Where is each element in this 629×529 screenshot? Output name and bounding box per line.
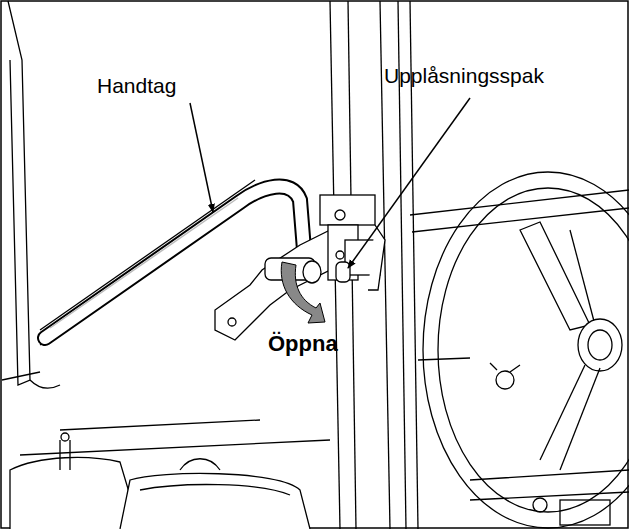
- unlock-lever-mechanism-part: [335, 210, 345, 220]
- steering-wheel-part: [496, 371, 514, 389]
- leader-line-part: [348, 98, 470, 268]
- mount-plate-part: [228, 318, 236, 326]
- unlock-lever-mechanism-part: [336, 262, 350, 282]
- steering-wheel-part: [578, 319, 622, 371]
- cab-frame-part: [30, 380, 60, 388]
- steering-wheel-part: [560, 500, 610, 525]
- leader-line: [190, 98, 470, 268]
- cab-frame-part: [412, 208, 629, 232]
- steering-wheel-part: [438, 188, 629, 512]
- mount-plate-part: [215, 230, 330, 340]
- seat-part: [61, 433, 69, 441]
- steering-wheel-part: [570, 230, 595, 325]
- seat: [10, 433, 310, 529]
- steering-wheel-part: [540, 365, 585, 460]
- steering-wheel-part: [560, 368, 600, 470]
- unlock-lever-mechanism-part: [320, 195, 375, 225]
- seat-part: [180, 459, 220, 470]
- part-label: Handtag: [97, 74, 176, 97]
- cab-frame-part: [2, 372, 40, 380]
- unlock-lever-mechanism-part: [336, 251, 344, 259]
- steering-wheel: [423, 172, 629, 528]
- cab-frame-part: [60, 420, 260, 430]
- steering-wheel-part: [588, 330, 612, 360]
- seat-part: [10, 457, 140, 529]
- seat-part: [60, 440, 70, 470]
- door-handle-part: [50, 198, 238, 328]
- cab-frame-part: [20, 440, 330, 455]
- unlock-lever-mechanism: [320, 195, 385, 290]
- cab-frame-part: [8, 1, 30, 385]
- steering-wheel-part: [423, 172, 629, 528]
- cab-frame-part: [418, 358, 470, 360]
- mount-plate: [215, 230, 330, 340]
- leader-line-part: [190, 103, 213, 212]
- part-label: Upplåsningsspak: [384, 64, 544, 87]
- seat-part: [120, 473, 310, 529]
- rotation-arrow: [281, 262, 325, 323]
- mount-plate-part: [303, 261, 321, 283]
- rotation-arrow-part: [281, 262, 325, 323]
- steering-wheel-part: [470, 470, 629, 500]
- seat-part: [140, 485, 290, 495]
- steering-wheel-part: [520, 222, 590, 330]
- unlock-lever-mechanism-part: [368, 225, 385, 290]
- steering-wheel-part: [533, 498, 547, 512]
- part-label: Öppna: [268, 332, 338, 356]
- steering-wheel-part: [490, 363, 520, 372]
